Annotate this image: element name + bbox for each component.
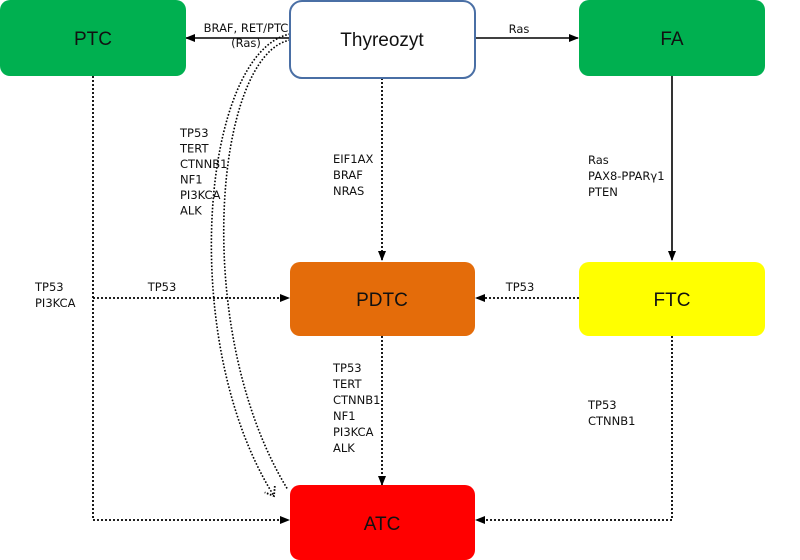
- node-ftc: FTC: [579, 262, 765, 336]
- edge-thyreozyt-to-atc: [222, 39, 291, 491]
- node-thyreozyt-label: Thyreozyt: [340, 30, 424, 51]
- edge-ftc-to-atc: [475, 336, 673, 524]
- edge-label-line: CTNNB1: [180, 157, 227, 171]
- edge-label-line: Ras: [588, 153, 609, 167]
- edge-label-line: TP53: [179, 126, 209, 140]
- edge-label-line: TP53: [34, 280, 64, 294]
- node-thyreozyt: Thyreozyt: [289, 0, 476, 79]
- edge-label-line: PI3KCA: [333, 425, 374, 439]
- label-thyreozyt-to-pdtc: EIF1AX BRAF NRAS: [333, 152, 373, 198]
- edge-label-line: TP53: [587, 398, 617, 412]
- edge-label-line: Ras: [509, 22, 530, 36]
- edge-label-line: PI3KCA: [180, 188, 221, 202]
- node-fa: FA: [579, 0, 765, 76]
- edge-label-line: NF1: [333, 409, 356, 423]
- label-thyreozyt-to-ptc: BRAF, RET/PTC(Ras): [204, 21, 289, 50]
- node-atc-label: ATC: [364, 514, 401, 535]
- edge-label-line: (Ras): [231, 36, 261, 50]
- node-ftc-label: FTC: [654, 290, 691, 311]
- label-thyreozyt-to-fa: Ras: [509, 22, 530, 36]
- edge-label-line: PI3KCA: [35, 296, 76, 310]
- edge-label-line: ALK: [333, 441, 355, 455]
- edge-label-line: NF1: [180, 173, 203, 187]
- node-ptc: PTC: [0, 0, 186, 76]
- edge-label-line: PTEN: [588, 185, 618, 199]
- edge-label-line: TERT: [179, 142, 209, 156]
- edge-thyreozyt-to-atc-outline: [210, 33, 291, 498]
- edge-label-line: CTNNB1: [333, 393, 380, 407]
- edge-label-line: EIF1AX: [333, 152, 373, 166]
- edge-label-line: TERT: [332, 377, 362, 391]
- edge-label-line: TP53: [505, 280, 535, 294]
- node-atc: ATC: [290, 485, 475, 560]
- node-pdtc-label: PDTC: [356, 290, 408, 311]
- label-ptc-to-pdtc: TP53: [147, 280, 177, 294]
- node-pdtc: PDTC: [290, 262, 475, 336]
- edge-label-line: PAX8-PPARγ1: [588, 169, 665, 183]
- edge-label-line: TP53: [147, 280, 177, 294]
- edge-label-line: CTNNB1: [588, 414, 635, 428]
- edge-label-line: BRAF: [333, 168, 363, 182]
- edge-label-line: NRAS: [333, 184, 364, 198]
- node-fa-label: FA: [660, 29, 684, 50]
- edge-label-line: TP53: [332, 361, 362, 375]
- edge-label-line: BRAF, RET/PTC: [204, 21, 289, 35]
- label-ftc-to-pdtc: TP53: [505, 280, 535, 294]
- edge-ptc-to-atc: [92, 76, 290, 524]
- node-ptc-label: PTC: [74, 29, 112, 50]
- edge-label-line: ALK: [180, 204, 202, 218]
